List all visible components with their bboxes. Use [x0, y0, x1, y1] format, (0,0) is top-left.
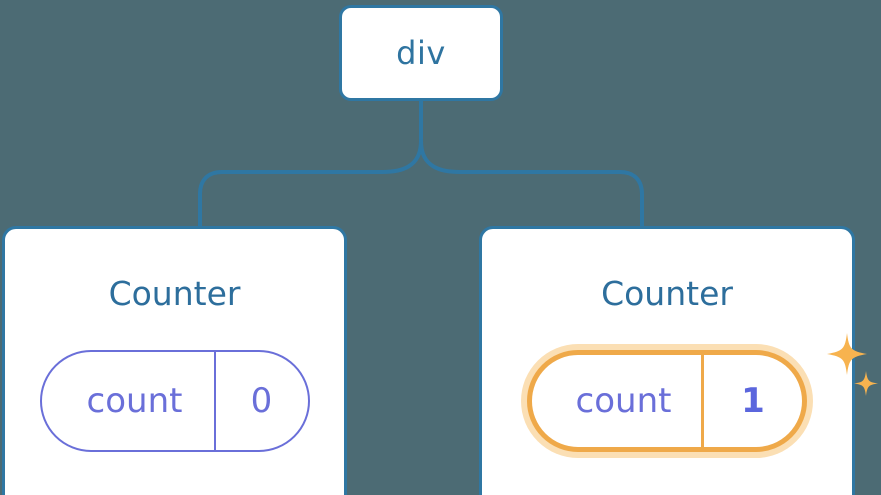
state-pill-right-value-cell: 1	[704, 355, 802, 447]
state-pill-right-key-cell: count	[532, 355, 704, 447]
node-counter-right[interactable]: Counter count 1	[479, 226, 878, 495]
connector-branch-right	[419, 139, 644, 230]
state-pill-right-value: 1	[741, 381, 765, 421]
state-pill-right[interactable]: count 1	[527, 333, 878, 452]
state-pill-left-key-cell: count	[42, 352, 216, 450]
node-counter-right-title: Counter	[601, 274, 733, 313]
state-pill-wrap-right: count 1	[482, 333, 878, 452]
state-pill-wrap-left: count 0	[5, 350, 344, 452]
four-point-star-icon	[827, 333, 867, 375]
node-counter-left-title: Counter	[108, 274, 241, 313]
state-pill-right-key: count	[575, 381, 672, 421]
state-pill-left[interactable]: count 0	[39, 350, 310, 452]
node-counter-left[interactable]: Counter count 0	[2, 226, 347, 495]
state-pill-left-value-cell: 0	[216, 352, 308, 450]
sparkles-group	[827, 333, 878, 396]
connector-branch-left	[198, 139, 423, 230]
state-pill-left-value: 0	[250, 381, 273, 421]
four-point-star-small-icon	[854, 371, 878, 396]
node-div[interactable]: div	[339, 5, 503, 101]
state-pill-left-key: count	[86, 381, 183, 421]
node-div-label: div	[396, 34, 446, 72]
